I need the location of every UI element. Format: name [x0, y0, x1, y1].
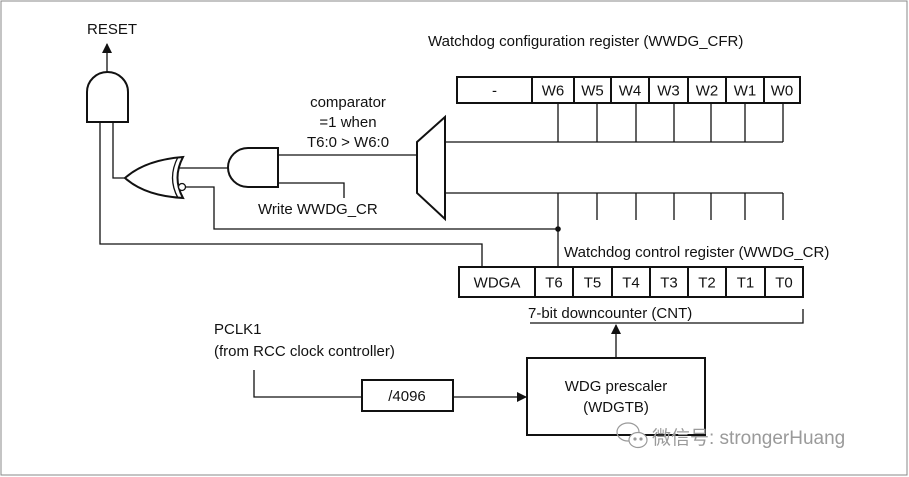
write-wwdg-cr-label: Write WWDG_CR	[258, 201, 378, 218]
reset-label: RESET	[87, 21, 137, 38]
cr-title: Watchdog control register (WWDG_CR)	[564, 244, 829, 261]
cr-bit-label: T6	[545, 275, 563, 292]
divider-label: /4096	[388, 388, 426, 405]
cr-bit-label: T4	[622, 275, 640, 292]
cr-bit-label: T2	[698, 275, 716, 292]
cr-register: WDGA T6 T5 T4 T3 T2 T1 T0	[458, 266, 804, 298]
counter-label: 7-bit downcounter (CNT)	[528, 305, 692, 322]
cfr-bit-label: W6	[542, 83, 565, 100]
cr-bit-wires	[557, 193, 784, 267]
t6-feedback-wire	[186, 186, 558, 230]
cfr-bit-cell	[531, 76, 575, 104]
and-gate-reset	[86, 71, 129, 123]
or-output-wire	[112, 122, 127, 179]
or-gate	[123, 155, 185, 200]
pclk1-source-label: (from RCC clock controller)	[214, 343, 395, 360]
cr-bit-cell	[649, 266, 689, 298]
cr-bit-cell	[611, 266, 651, 298]
cr-bit-label: T0	[775, 275, 793, 292]
cfr-bit-label: W1	[734, 83, 757, 100]
cr-bit-label: WDGA	[474, 275, 521, 292]
cfr-bit-label: W3	[657, 83, 680, 100]
cr-bit-cell	[687, 266, 727, 298]
wechat-icon	[616, 422, 648, 449]
cfr-bit-label: W4	[619, 83, 642, 100]
cfr-bit-label: W2	[696, 83, 719, 100]
prescaler-sub-label: (WDGTB)	[583, 399, 649, 416]
cfr-bit-label: W5	[581, 83, 604, 100]
wdga-wire	[99, 122, 483, 267]
cr-bit-label: T1	[737, 275, 755, 292]
comparator-condition-2: T6:0 > W6:0	[307, 134, 389, 151]
counter-bracket	[530, 309, 804, 324]
cfr-bit-cell	[610, 76, 650, 104]
cfr-bit-cell	[763, 76, 801, 104]
cr-bit-cell	[534, 266, 574, 298]
cfr-bit-cell	[725, 76, 765, 104]
cfr-bit-wires	[557, 103, 784, 142]
prescaler-label: WDG prescaler	[565, 378, 668, 395]
or-gate-back	[171, 156, 179, 199]
cfr-title: Watchdog configuration register (WWDG_CF…	[428, 33, 743, 50]
cr-bit-cell	[572, 266, 613, 298]
comparator-condition-1: =1 when	[319, 114, 376, 131]
and-gate-comparator	[227, 147, 279, 188]
cr-bit-label: T5	[584, 275, 602, 292]
cfr-bit-cell	[456, 76, 533, 104]
comparator-label: comparator	[310, 94, 386, 111]
cr-bit-cell	[764, 266, 804, 298]
write-input-wire	[278, 182, 345, 198]
pclk-wire	[253, 370, 362, 398]
cfr-bit-label: W0	[771, 83, 794, 100]
pclk1-label: PCLK1	[214, 321, 262, 338]
wdg-prescaler-box	[526, 357, 706, 436]
watermark-text: 微信号: strongerHuang	[652, 427, 845, 449]
inverter-bubble	[177, 182, 187, 192]
cr-bit-cell	[725, 266, 766, 298]
comparator-block	[416, 114, 446, 222]
cfr-bit-cell	[687, 76, 727, 104]
cfr-register: - W6 W5 W4 W3 W2 W1 W0	[456, 76, 801, 104]
cfr-bit-label: -	[492, 83, 497, 100]
cr-bit-label: T3	[660, 275, 678, 292]
divider-box	[361, 379, 454, 412]
